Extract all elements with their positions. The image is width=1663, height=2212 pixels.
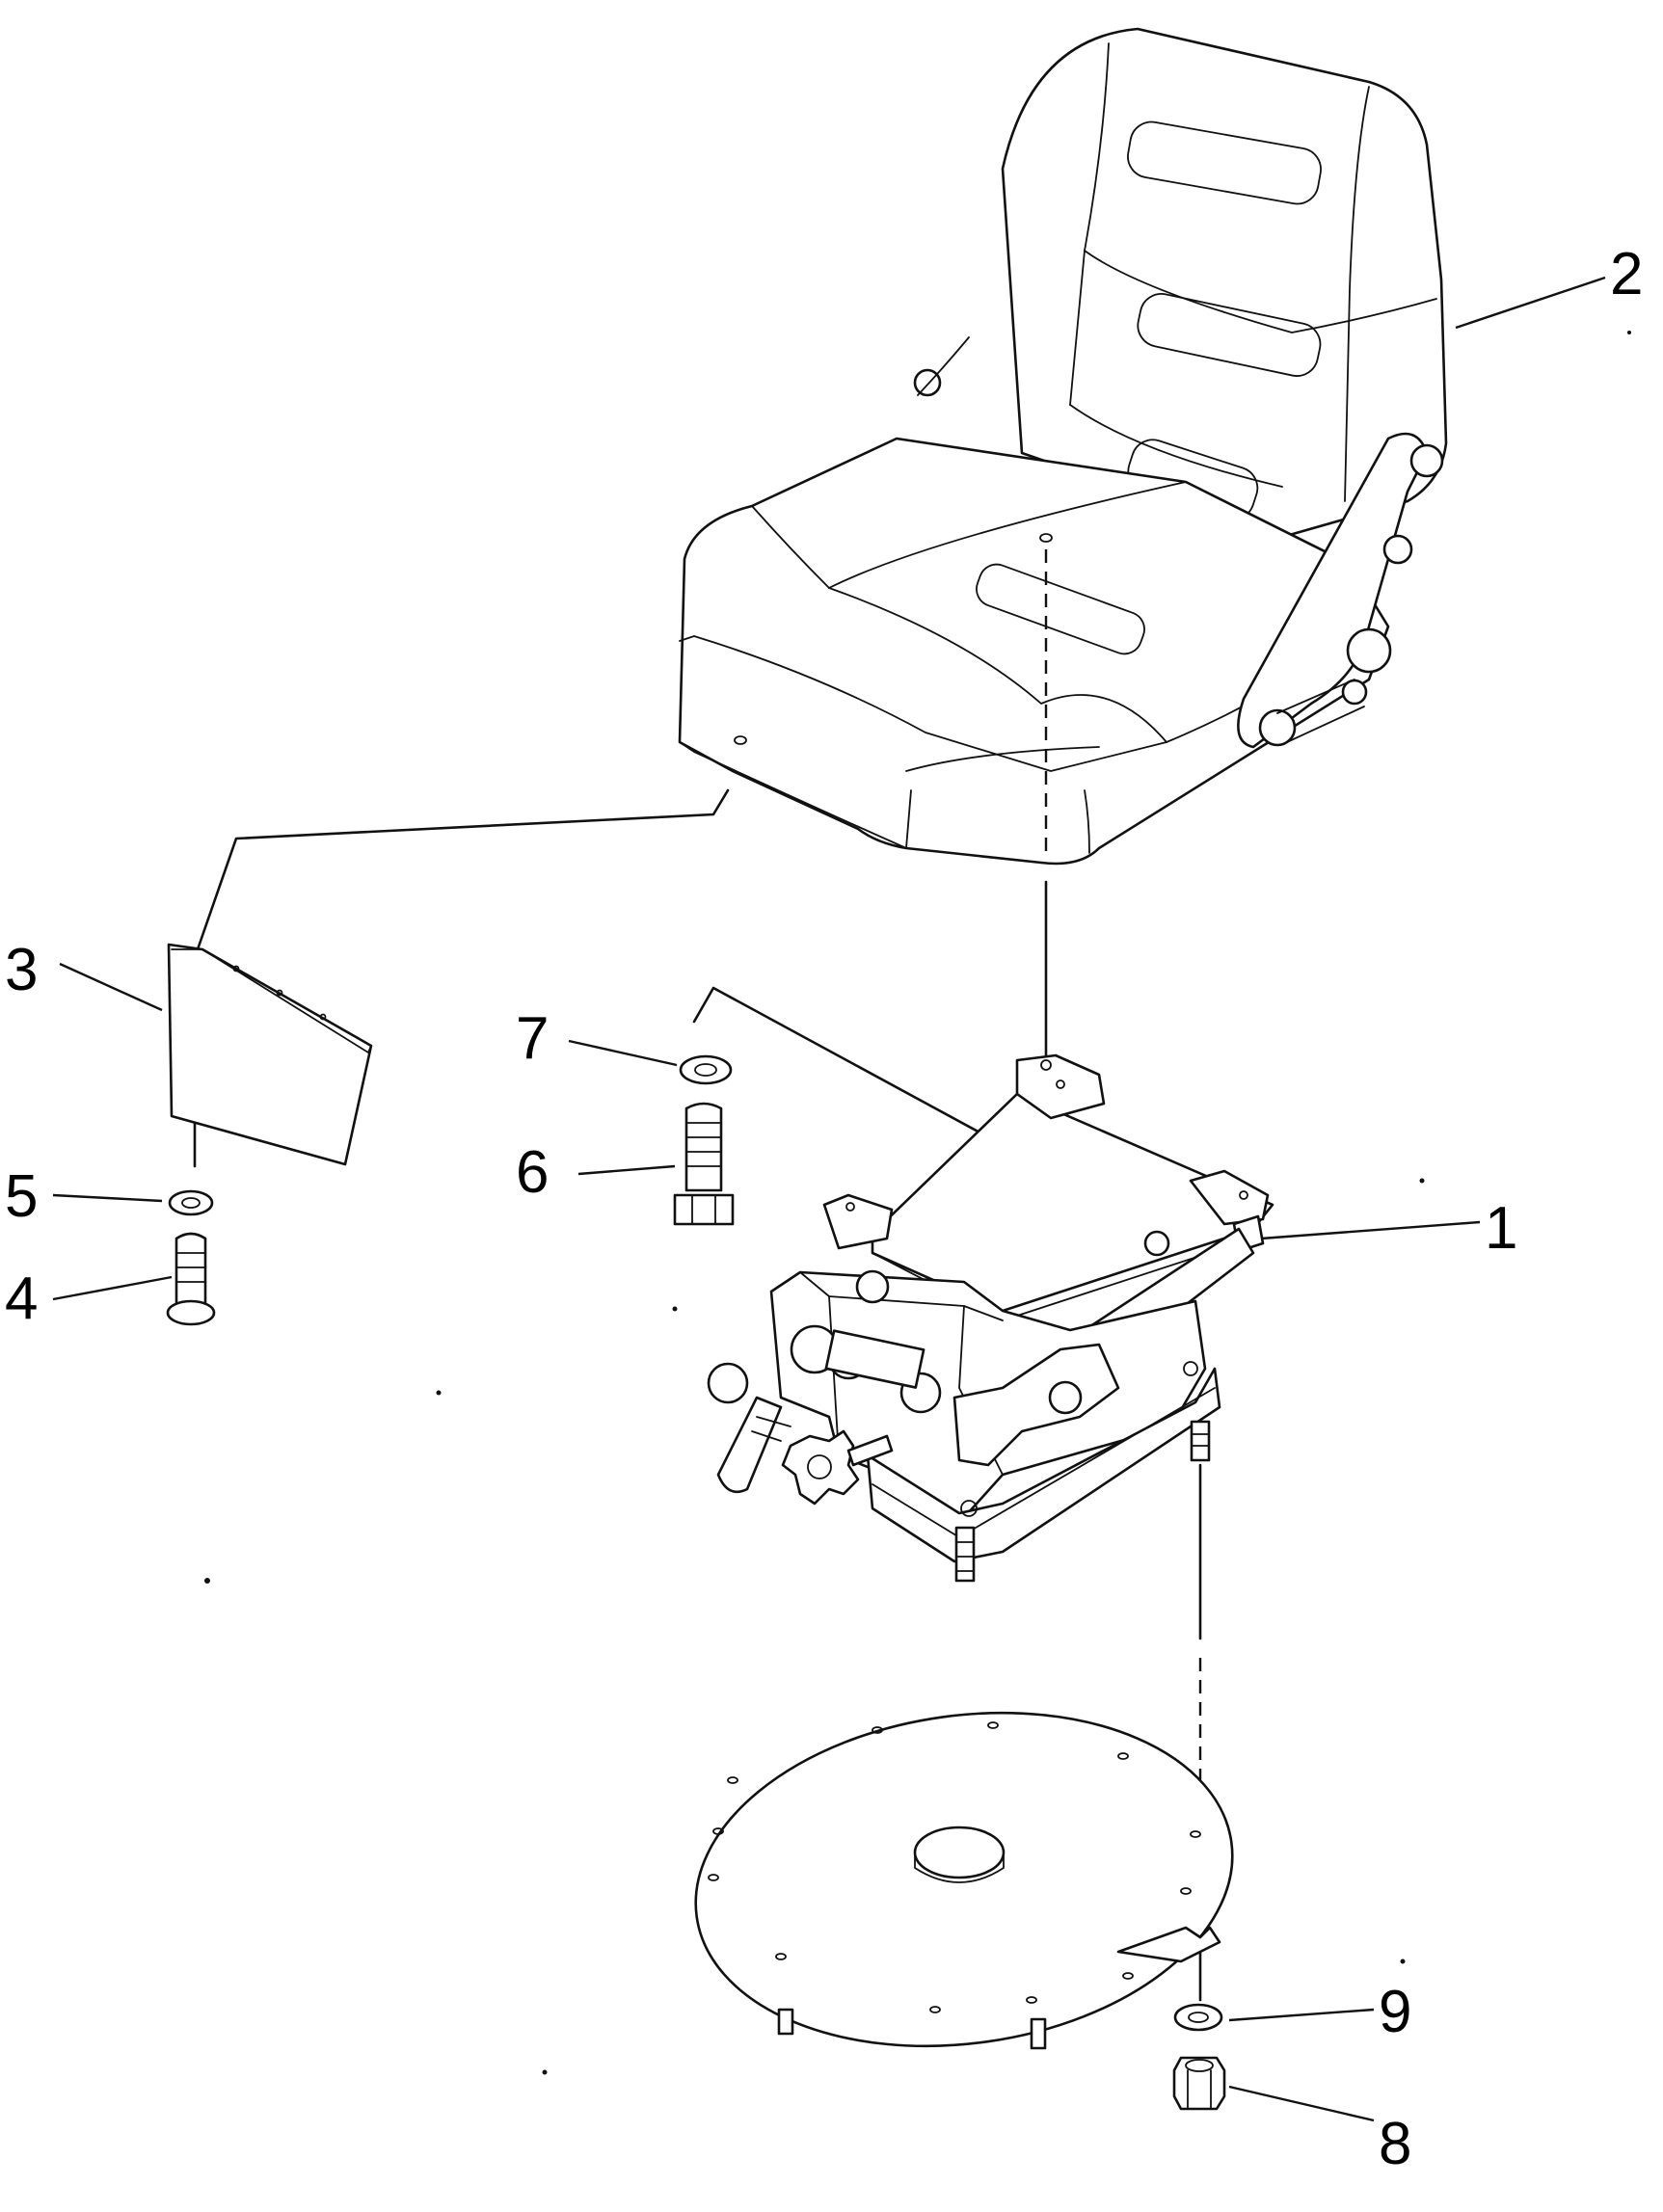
washer-7 bbox=[679, 1054, 733, 1085]
callout-7: 7 bbox=[516, 1005, 549, 1072]
callout-labels: 1 2 3 4 5 6 7 8 9 bbox=[5, 241, 1643, 2177]
callout-3: 3 bbox=[5, 937, 38, 1003]
scan-specks bbox=[204, 331, 1631, 2075]
bolt-6 bbox=[673, 1102, 735, 1226]
washer-9 bbox=[1173, 2003, 1223, 2032]
swivel-base-plate bbox=[694, 1711, 1234, 2050]
washer-5 bbox=[168, 1189, 214, 1216]
seat-assembly bbox=[678, 27, 1448, 866]
callout-5: 5 bbox=[5, 1163, 38, 1230]
nut-8 bbox=[1172, 2056, 1226, 2111]
leader-lines bbox=[52, 276, 1606, 2122]
callout-6: 6 bbox=[516, 1139, 549, 1206]
bolt-4 bbox=[166, 1232, 216, 1326]
callout-2: 2 bbox=[1610, 241, 1643, 307]
callout-4: 4 bbox=[5, 1266, 38, 1332]
callout-8: 8 bbox=[1379, 2111, 1411, 2177]
seat-suspension bbox=[707, 1053, 1274, 1583]
callout-9: 9 bbox=[1379, 1979, 1411, 2045]
callout-1: 1 bbox=[1485, 1195, 1517, 1262]
side-cover-plate bbox=[167, 943, 373, 1166]
